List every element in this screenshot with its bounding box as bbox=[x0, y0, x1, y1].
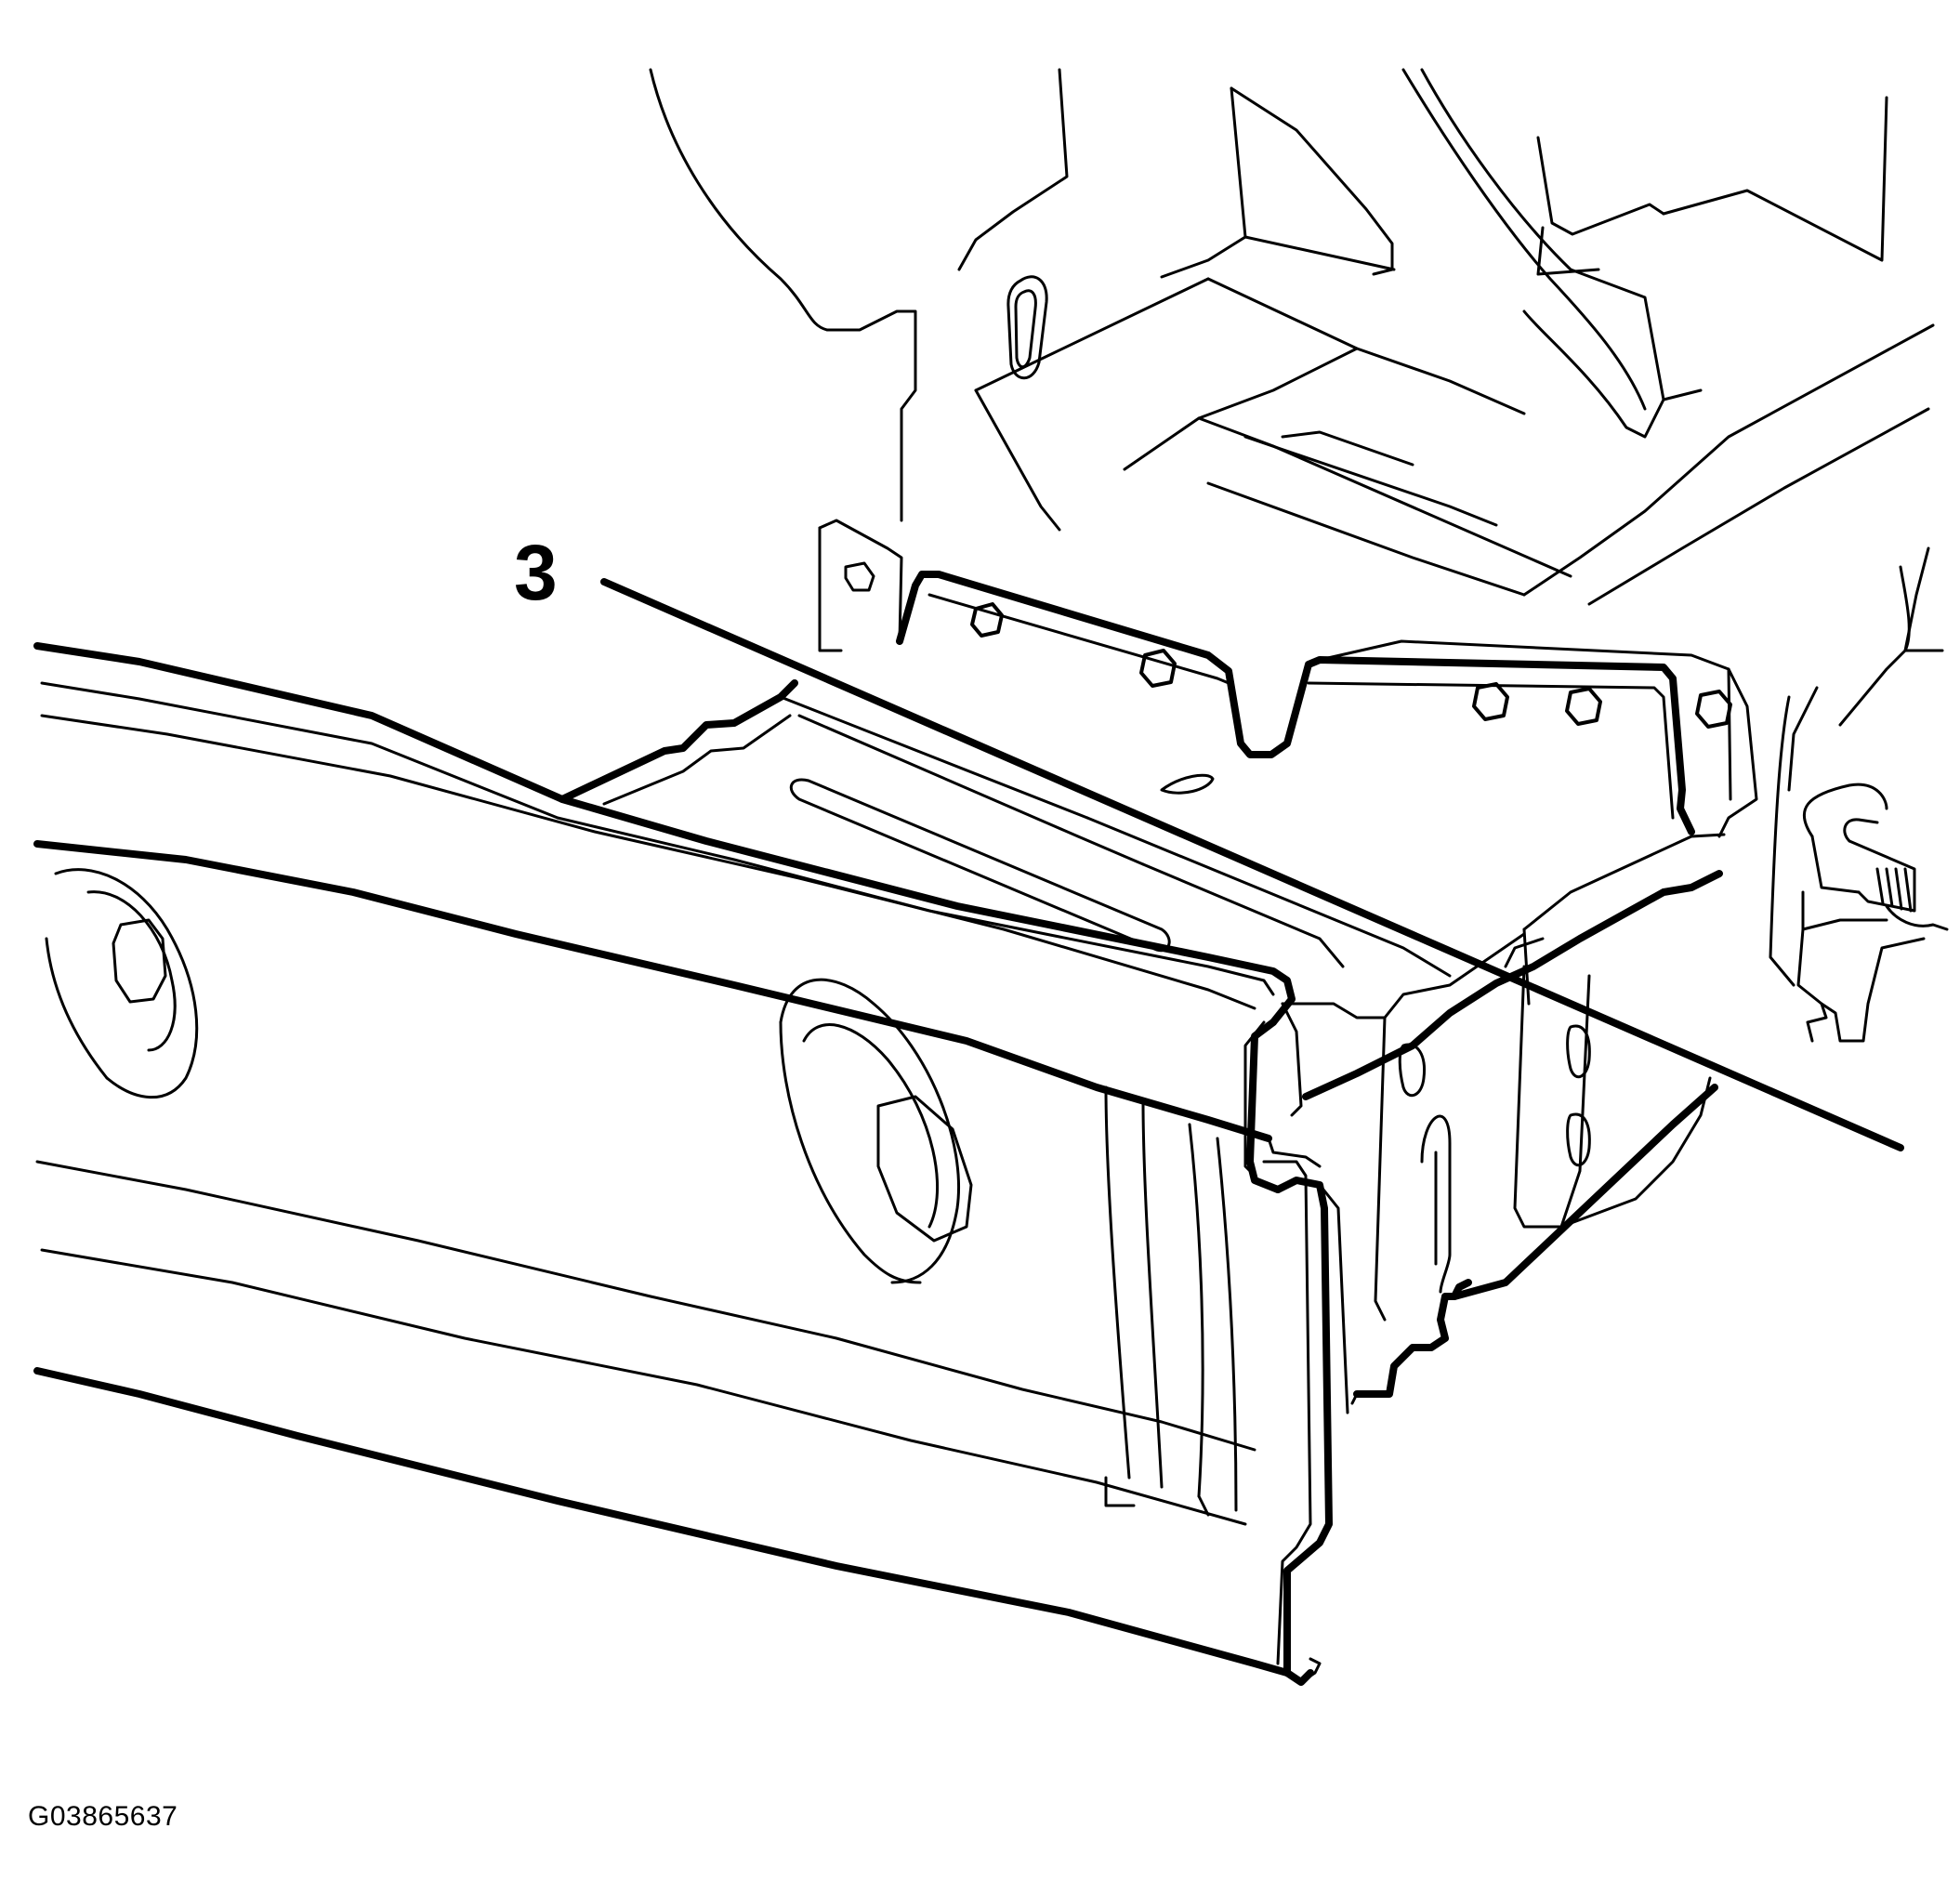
bumper-crossmember bbox=[33, 642, 1349, 1686]
bolt-2 bbox=[1139, 649, 1177, 688]
bolt-stud bbox=[1769, 686, 1949, 1043]
bolt-3 bbox=[1472, 682, 1509, 721]
mounting-bracket bbox=[818, 519, 1758, 838]
bolt-5 bbox=[1695, 690, 1732, 729]
figure-reference-code: G03865637 bbox=[28, 1801, 178, 1832]
callout-leader-line bbox=[600, 578, 1904, 1151]
callout-number: 3 bbox=[514, 529, 558, 616]
bolt-4 bbox=[1565, 687, 1602, 726]
bolt-1 bbox=[970, 602, 1004, 638]
callout-3: 3 bbox=[514, 529, 1904, 1151]
upper-body-structure bbox=[649, 68, 1944, 727]
frame-rail-box bbox=[559, 679, 1726, 1405]
